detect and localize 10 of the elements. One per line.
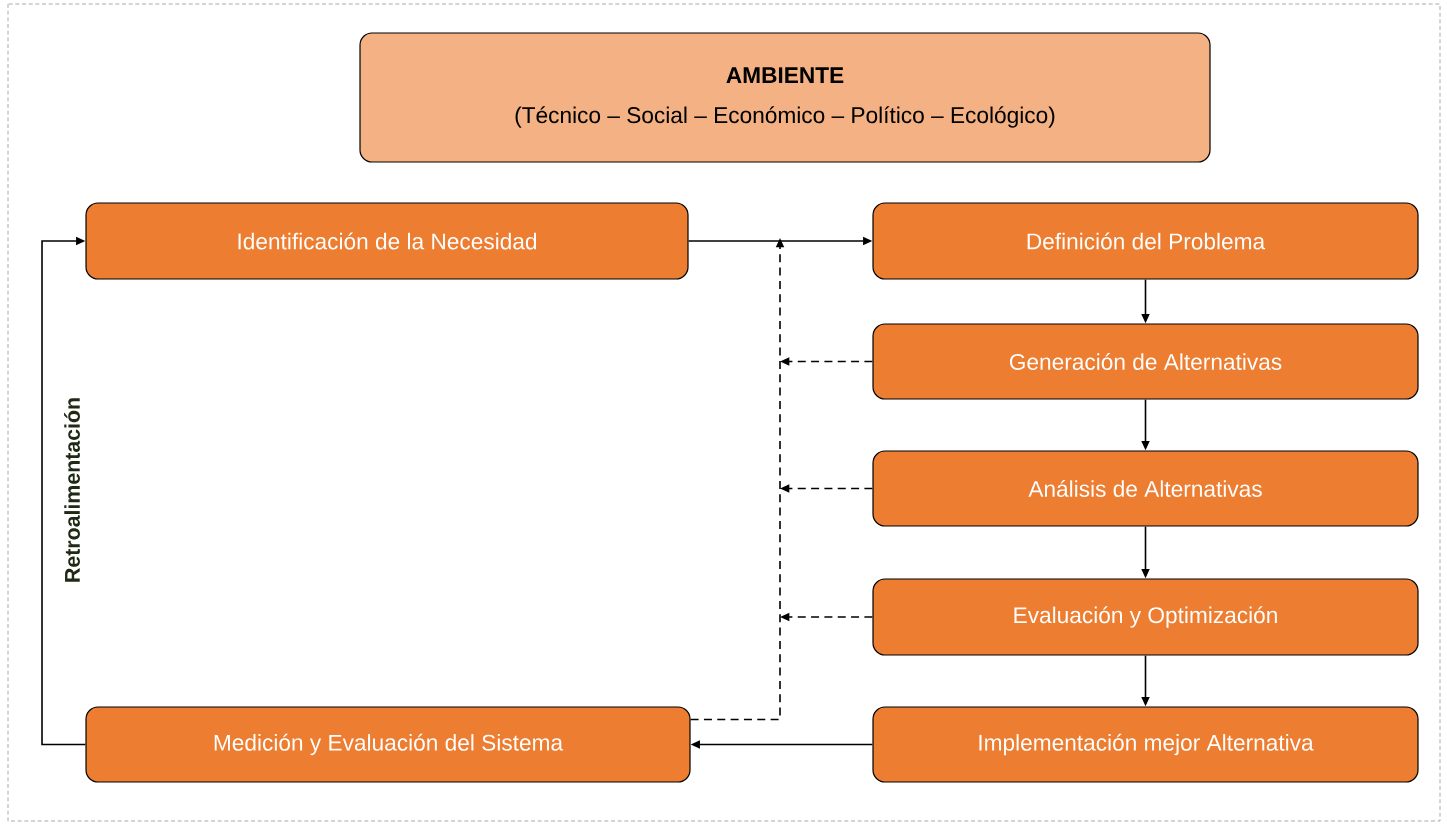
process-box: Identificación de la Necesidad <box>85 202 689 280</box>
process-box: Análisis de Alternativas <box>872 450 1419 527</box>
process-box: Implementación mejor Alternativa <box>872 706 1419 783</box>
arrow <box>41 236 87 746</box>
process-box: Definición del Problema <box>872 202 1419 280</box>
process-box: Generación de Alternativas <box>872 323 1419 400</box>
environment-box: AMBIENTE (Técnico – Social – Económico – Político – Ecológico) <box>359 32 1211 163</box>
edge-label: Retroalimentación <box>64 398 80 582</box>
process-box: Medición y Evaluación del Sistema <box>85 706 691 783</box>
process-box: Evaluación y Optimización <box>872 578 1419 656</box>
